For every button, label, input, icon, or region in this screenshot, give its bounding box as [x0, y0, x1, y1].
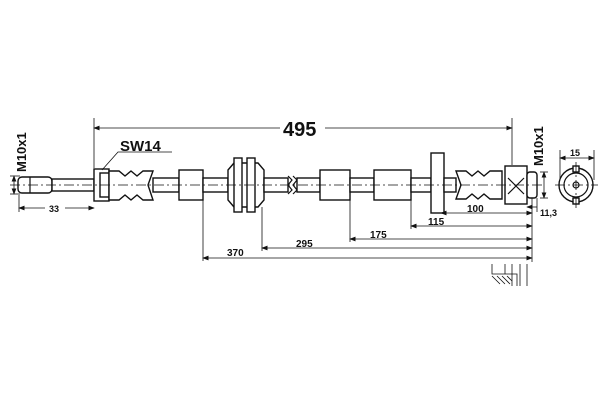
end-offset-label: 11,3: [540, 208, 557, 218]
hose-body: [10, 152, 545, 214]
end-width-label: 15: [570, 148, 580, 158]
thread-left-label: M10x1: [14, 132, 29, 172]
bracket: [430, 152, 445, 214]
dim-295-label: 295: [296, 239, 313, 250]
wrench-size-label: SW14: [120, 138, 162, 155]
thread-right-label: M10x1: [531, 126, 546, 166]
total-length-label: 495: [283, 119, 316, 141]
dim-175-label: 175: [370, 230, 387, 241]
dim-370-label: 370: [227, 248, 244, 259]
mount-hatching: [491, 264, 528, 286]
left-thread-length-label: 33: [49, 204, 59, 214]
dim-100-label: 100: [467, 204, 484, 215]
dimensions: 495 SW14 M10x1 33 M10x1 11,3 100 115 175…: [10, 118, 557, 262]
end-view: 15: [555, 148, 598, 208]
dim-115-label: 115: [428, 217, 445, 228]
